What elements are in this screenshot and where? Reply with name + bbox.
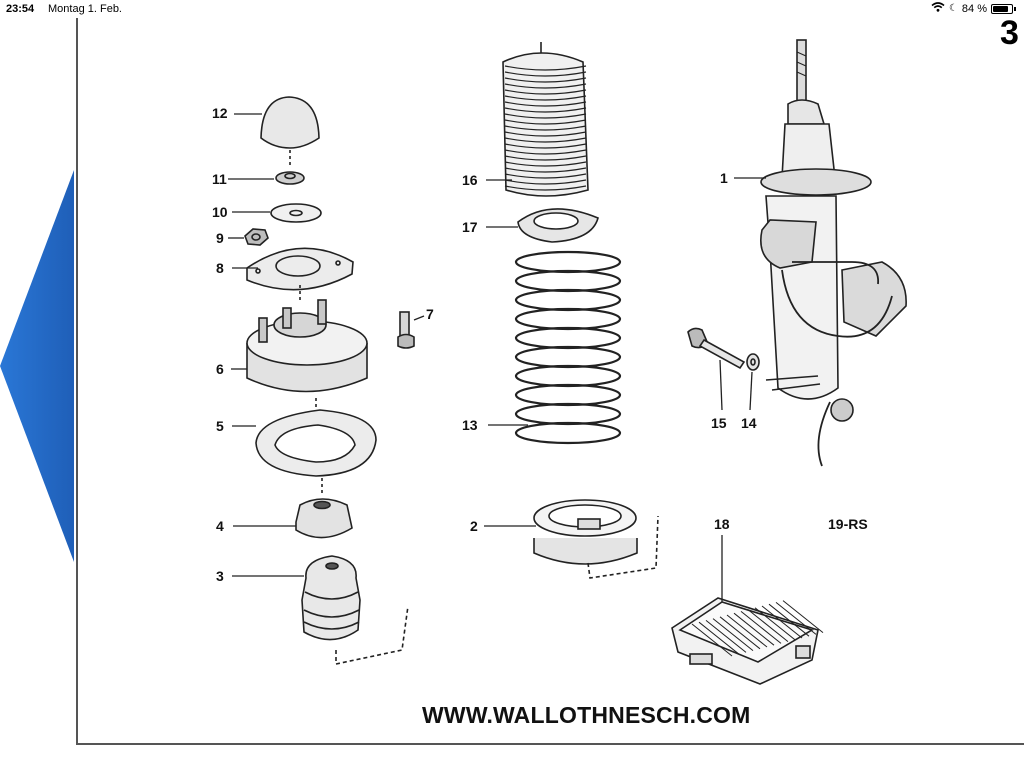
part-cap: [260, 96, 320, 168]
boot-rib: [504, 149, 587, 155]
callout-1: 1: [720, 170, 728, 186]
spring-coil: [514, 345, 622, 369]
unit-fin: [726, 614, 768, 648]
part-bump-stop: [301, 555, 409, 665]
unit-fin: [747, 609, 789, 642]
leader-lines: [228, 113, 766, 602]
unit-fin: [733, 612, 775, 646]
status-bar: 23:54 Montag 1. Feb. ☾ 84 %: [0, 0, 1024, 18]
callout-2: 2: [470, 518, 478, 534]
part-coil-spring: [514, 250, 622, 445]
part-washer-small: [746, 353, 760, 371]
callout-7: 7: [426, 306, 434, 322]
battery-percent: 84 %: [961, 2, 987, 15]
part-control-unit: [671, 597, 824, 685]
boot-rib: [504, 89, 587, 95]
boot-rib: [504, 137, 587, 143]
spring-coil: [514, 421, 622, 445]
page-number: 3: [1000, 14, 1019, 52]
callout-14: 14: [741, 415, 757, 431]
callout-19-rs: 19-RS: [828, 516, 868, 532]
part-spacer: [255, 398, 377, 477]
spring-coil: [514, 288, 622, 312]
part-bolt-small: [397, 311, 415, 349]
callout-9: 9: [216, 230, 224, 246]
boot-rib: [504, 155, 587, 161]
callout-8: 8: [216, 260, 224, 276]
callout-18: 18: [714, 516, 730, 532]
unit-fin: [698, 621, 740, 655]
unit-fin: [740, 611, 782, 644]
boot-rib: [504, 65, 587, 71]
part-bolt-long: [687, 327, 746, 370]
spring-coil: [514, 269, 622, 293]
spring-coil: [514, 383, 622, 407]
part-hex-nut: [244, 228, 269, 246]
unit-fin: [768, 603, 810, 637]
status-date: Montag 1. Feb.: [48, 3, 122, 15]
spring-coil: [514, 326, 622, 350]
part-washer: [270, 203, 322, 223]
part-dust-boot: [502, 42, 589, 197]
boot-rib: [504, 77, 587, 83]
boot-rib: [504, 119, 587, 125]
callout-4: 4: [216, 518, 224, 534]
callout-11: 11: [212, 171, 227, 187]
boot-rib: [504, 179, 587, 185]
part-bump-cap: [295, 478, 353, 539]
boot-rib: [504, 101, 587, 107]
boot-rib: [504, 113, 587, 119]
part-spring-seat-bottom: [533, 499, 659, 579]
unit-fin: [782, 600, 824, 633]
part-spring-seat-top: [517, 208, 599, 243]
boot-rib: [504, 143, 587, 149]
spring-coil: [514, 402, 622, 426]
callout-3: 3: [216, 568, 224, 584]
boot-rib: [504, 95, 587, 101]
callout-6: 6: [216, 361, 224, 377]
part-nut-small: [275, 171, 305, 185]
unit-fin: [691, 623, 733, 657]
spring-coil: [514, 250, 622, 274]
unit-fin: [775, 602, 817, 635]
spring-coil: [514, 364, 622, 388]
spring-coil: [514, 307, 622, 331]
moon-icon: ☾: [948, 3, 958, 14]
battery-fill: [993, 5, 1009, 12]
part-plate: [246, 247, 354, 291]
boot-rib: [504, 125, 587, 131]
callout-17: 17: [462, 219, 478, 235]
callout-13: 13: [462, 417, 478, 433]
part-strut-assembly: [760, 39, 907, 467]
website-watermark: WWW.WALLOTHNESCH.COM: [422, 702, 751, 728]
previous-page-arrow[interactable]: [0, 170, 76, 562]
unit-fin: [719, 616, 761, 650]
status-right: ☾ 84 %: [931, 2, 1016, 15]
unit-fin: [761, 605, 803, 639]
callout-15: 15: [711, 415, 727, 431]
wifi-icon: [931, 2, 945, 15]
boot-rib: [504, 161, 587, 167]
unit-fin: [712, 618, 754, 651]
unit-fin: [705, 620, 747, 653]
part-strut-mount: [246, 285, 368, 393]
boot-rib: [504, 71, 587, 77]
battery-tip: [1014, 6, 1016, 11]
callout-10: 10: [212, 204, 228, 220]
callout-16: 16: [462, 172, 478, 188]
boot-rib: [504, 107, 587, 113]
boot-rib: [504, 83, 587, 89]
callout-5: 5: [216, 418, 224, 434]
status-time: 23:54: [6, 3, 35, 15]
boot-rib: [504, 167, 587, 173]
unit-fin: [754, 607, 796, 641]
boot-rib: [504, 185, 587, 191]
boot-rib: [504, 131, 587, 137]
callout-12: 12: [212, 105, 228, 121]
battery-icon: [991, 3, 1013, 14]
boot-rib: [504, 173, 587, 179]
